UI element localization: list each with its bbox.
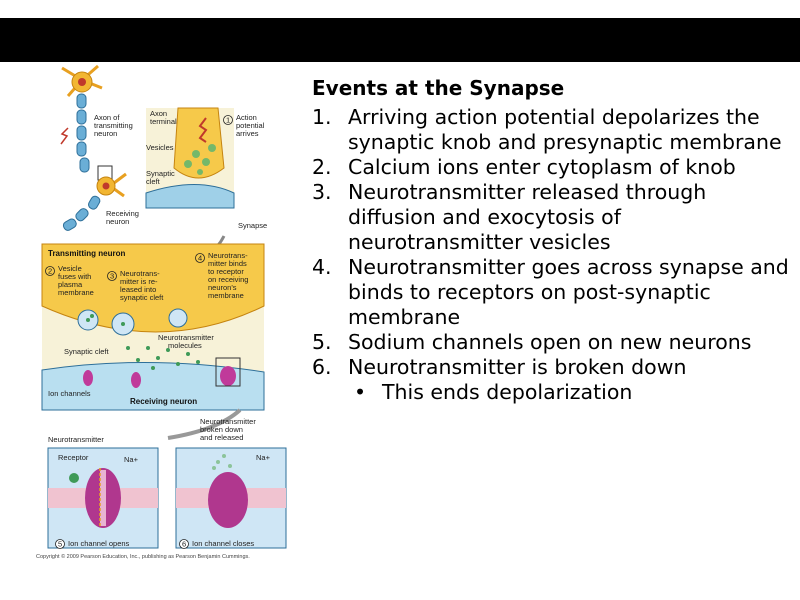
list-item: 5. Sodium channels open on new neurons bbox=[312, 330, 792, 355]
list-item: 1. Arriving action potential depolarizes … bbox=[312, 105, 792, 155]
list-item: 2. Calcium ions enter cytoplasm of knob bbox=[312, 155, 792, 180]
item-text: Calcium ions enter cytoplasm of knob bbox=[348, 155, 736, 179]
bullet-icon: • bbox=[354, 380, 367, 404]
item-text: Neurotransmitter is broken down bbox=[348, 355, 687, 379]
step-number-6: 6 bbox=[182, 540, 186, 549]
list-item: 6. Neurotransmitter is broken down bbox=[312, 355, 792, 380]
events-list: 1. Arriving action potential depolarizes … bbox=[312, 105, 792, 380]
item-text: Arriving action potential depolarizes th… bbox=[348, 105, 782, 154]
step-number-4: 4 bbox=[198, 254, 202, 263]
item-text: Neurotransmitter goes across synapse and… bbox=[348, 255, 789, 329]
sub-bullet-item: • This ends depolarization bbox=[312, 380, 792, 405]
list-item: 3. Neurotransmitter released through diff… bbox=[312, 180, 792, 255]
item-number: 5. bbox=[312, 330, 332, 354]
step-number-3: 3 bbox=[110, 272, 114, 281]
step-number-1: 1 bbox=[226, 116, 230, 125]
label-step-6: Ion channel closes bbox=[192, 539, 254, 548]
step-marker-4 bbox=[195, 253, 205, 263]
step-marker-2 bbox=[45, 266, 55, 276]
step-marker-3 bbox=[107, 271, 117, 281]
label-synapse: Synapse bbox=[238, 221, 267, 230]
label-na-right: Na+ bbox=[256, 453, 271, 462]
item-text: Neurotransmitter released through diffus… bbox=[348, 180, 707, 254]
item-number: 1. bbox=[312, 105, 332, 129]
slide-title: Events at the Synapse bbox=[312, 76, 565, 100]
step-number-5: 5 bbox=[58, 540, 62, 549]
receiving-neuron-icon bbox=[62, 172, 127, 231]
ion-channel-open-panel bbox=[47, 447, 159, 549]
label-na-left: Na+ bbox=[124, 455, 139, 464]
step-number-2: 2 bbox=[48, 267, 52, 276]
item-number: 6. bbox=[312, 355, 332, 379]
label-synaptic-cleft-mid: Synaptic cleft bbox=[64, 347, 110, 356]
label-neurotransmitter: Neurotransmitter bbox=[48, 435, 104, 444]
arrow-icon bbox=[167, 408, 242, 440]
transmitting-neuron-icon bbox=[60, 64, 113, 181]
item-number: 4. bbox=[312, 255, 332, 279]
label-receiving-neuron-mid: Receiving neuron bbox=[130, 397, 197, 406]
list-item: 4. Neurotransmitter goes across synapse a… bbox=[312, 255, 792, 330]
sub-bullet-text: This ends depolarization bbox=[382, 380, 633, 404]
label-transmitting-neuron: Transmitting neuron bbox=[48, 249, 125, 258]
item-number: 3. bbox=[312, 180, 332, 204]
synaptic-knob-panel bbox=[41, 243, 265, 411]
step-marker-6 bbox=[179, 539, 189, 549]
item-text: Sodium channels open on new neurons bbox=[348, 330, 752, 354]
label-vesicles: Vesicles bbox=[146, 143, 174, 152]
item-number: 2. bbox=[312, 155, 332, 179]
step-marker-5 bbox=[55, 539, 65, 549]
synapse-zoom-panel bbox=[145, 107, 235, 209]
step-marker-1 bbox=[223, 115, 233, 125]
title-bar bbox=[0, 18, 800, 62]
copyright-text: Copyright © 2009 Pearson Education, Inc.… bbox=[36, 553, 250, 560]
ion-channel-closed-panel bbox=[175, 447, 287, 549]
label-ion-channels: Ion channels bbox=[48, 389, 91, 398]
label-receptor: Receptor bbox=[58, 453, 89, 462]
events-text-panel: Events at the Synapse 1. Arriving action … bbox=[312, 76, 792, 405]
label-step-5: Ion channel opens bbox=[68, 539, 130, 548]
